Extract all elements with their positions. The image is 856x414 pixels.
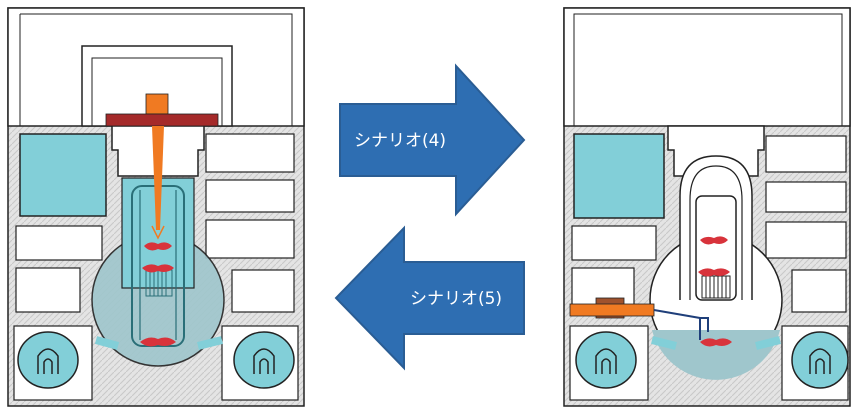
right-fuel-pool <box>574 134 664 218</box>
arrow-forward-label: シナリオ(4) <box>354 131 446 151</box>
left-crane-beam <box>106 114 218 126</box>
left-pump-right <box>234 332 294 388</box>
right-pump-right <box>792 332 848 388</box>
arrow-backward: シナリオ(5) <box>336 228 524 368</box>
right-pump-left <box>576 332 636 388</box>
left-fuel-pool <box>20 134 106 216</box>
right-vessel-dome <box>680 156 752 300</box>
right-reactor-building <box>564 8 850 406</box>
left-reactor-building <box>8 8 304 406</box>
arrow-forward: シナリオ(4) <box>340 66 524 214</box>
right-upper-floor <box>564 8 850 126</box>
arrow-backward-label: シナリオ(5) <box>410 289 502 309</box>
left-pump-left <box>18 332 78 388</box>
right-access-arm <box>570 304 654 316</box>
left-crane-hoist <box>146 94 168 114</box>
